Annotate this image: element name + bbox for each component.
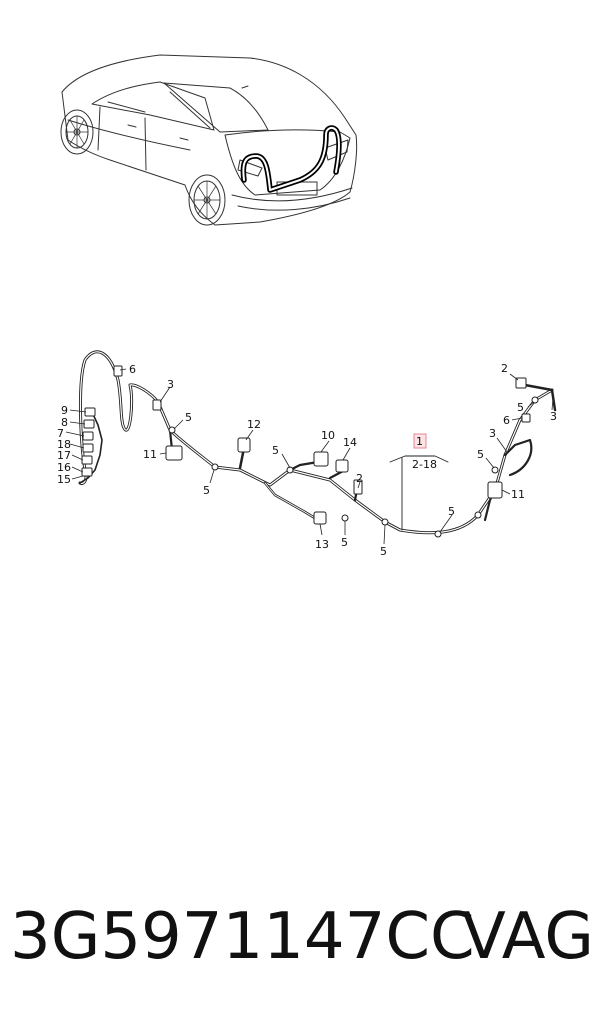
- callout-labels: 6 3 5 9 8 7 18 17 16 15 11 5 12 5 10 14 …: [57, 362, 557, 558]
- label-5f: 5: [448, 505, 455, 518]
- label-15: 15: [57, 473, 71, 486]
- part-number: 3G5971147CC: [10, 900, 475, 974]
- label-5g: 5: [517, 401, 524, 414]
- label-12: 12: [247, 418, 261, 431]
- label-5d: 5: [341, 536, 348, 549]
- label-10: 10: [321, 429, 335, 442]
- label-5h: 5: [477, 448, 484, 461]
- label-9: 9: [61, 404, 68, 417]
- label-16: 16: [57, 461, 71, 474]
- label-5e: 5: [380, 545, 387, 558]
- label-18: 18: [57, 438, 71, 451]
- callout-main: 1: [416, 435, 423, 448]
- label-3c: 3: [489, 427, 496, 440]
- label-5b: 5: [203, 484, 210, 497]
- label-11b: 11: [511, 488, 525, 501]
- brand-label: VAG: [462, 900, 594, 974]
- label-8: 8: [61, 416, 68, 429]
- wiring-harness: [78, 350, 557, 538]
- leader-lines: [65, 368, 554, 545]
- label-6b: 6: [503, 414, 510, 427]
- label-11a: 11: [143, 448, 157, 461]
- label-2a: 2: [356, 472, 363, 485]
- label-7: 7: [57, 427, 64, 440]
- label-5a: 5: [185, 411, 192, 424]
- label-3a: 3: [167, 378, 174, 391]
- label-5c: 5: [272, 444, 279, 457]
- label-6a: 6: [129, 363, 136, 376]
- label-3b: 3: [550, 410, 557, 423]
- callout-range: 2-18: [412, 458, 437, 471]
- label-2b: 2: [501, 362, 508, 375]
- label-17: 17: [57, 449, 71, 462]
- car-illustration: [60, 54, 358, 226]
- label-13: 13: [315, 538, 329, 551]
- label-14: 14: [343, 436, 357, 449]
- callout-1-highlight: [413, 433, 427, 449]
